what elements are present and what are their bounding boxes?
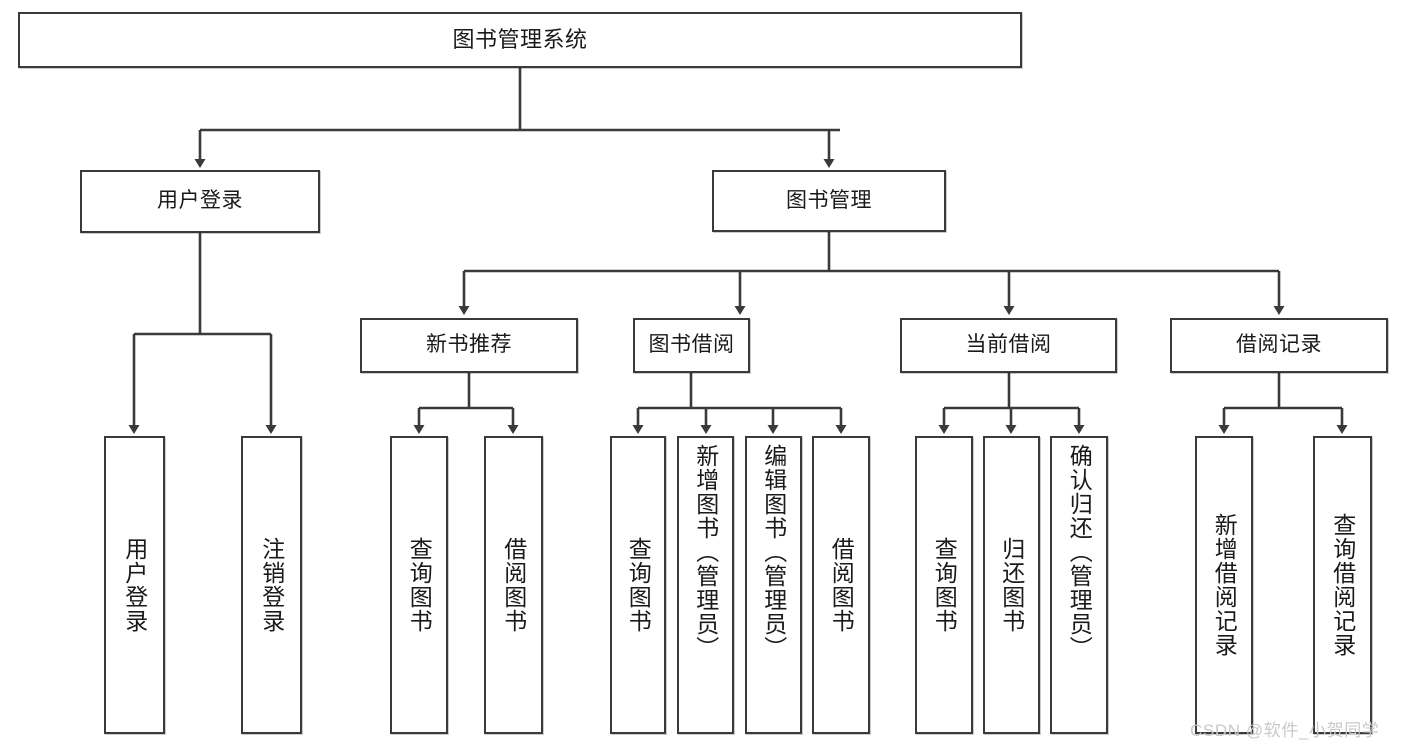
node-label: 图书借阅 <box>648 333 735 357</box>
node-borrow-record[interactable]: 借阅记录 <box>1170 318 1388 373</box>
node-label: 确认归还（管理员） <box>1066 444 1093 660</box>
node-label: 查询图书 <box>625 537 652 633</box>
node-label: 查询借阅记录 <box>1329 513 1356 657</box>
node-book-borrow[interactable]: 图书借阅 <box>633 318 750 373</box>
node-label: 查询图书 <box>931 537 958 633</box>
node-label: 当前借阅 <box>965 333 1052 357</box>
leaf-record-add-borrow-record[interactable]: 新增借阅记录 <box>1195 436 1253 734</box>
leaf-borrow-edit-book-admin[interactable]: 编辑图书（管理员） <box>745 436 802 734</box>
node-user-login[interactable]: 用户登录 <box>80 170 320 233</box>
node-label: 注销登录 <box>258 537 285 633</box>
node-label: 用户登录 <box>121 537 148 633</box>
leaf-borrow-query-book[interactable]: 查询图书 <box>610 436 666 734</box>
leaf-current-confirm-return-admin[interactable]: 确认归还（管理员） <box>1050 436 1108 734</box>
node-label: 新书推荐 <box>426 333 512 357</box>
leaf-recommend-query-book[interactable]: 查询图书 <box>390 436 448 734</box>
node-label: 借阅记录 <box>1236 333 1322 357</box>
node-label: 图书管理 <box>786 188 872 212</box>
node-label: 归还图书 <box>998 537 1025 633</box>
leaf-borrow-borrow-book[interactable]: 借阅图书 <box>812 436 870 734</box>
leaf-borrow-add-book-admin[interactable]: 新增图书（管理员） <box>677 436 734 734</box>
leaf-user-login[interactable]: 用户登录 <box>104 436 165 734</box>
node-label: 查询图书 <box>406 537 433 633</box>
node-root-system[interactable]: 图书管理系统 <box>18 12 1022 68</box>
node-current-borrow[interactable]: 当前借阅 <box>900 318 1117 373</box>
node-label: 借阅图书 <box>500 537 527 633</box>
leaf-user-logout[interactable]: 注销登录 <box>241 436 302 734</box>
leaf-current-query-book[interactable]: 查询图书 <box>915 436 973 734</box>
node-new-book-recommend[interactable]: 新书推荐 <box>360 318 578 373</box>
leaf-current-return-book[interactable]: 归还图书 <box>983 436 1040 734</box>
node-label: 新增图书（管理员） <box>692 444 719 660</box>
node-label: 图书管理系统 <box>452 26 588 52</box>
node-label: 编辑图书（管理员） <box>760 444 787 660</box>
node-label: 用户登录 <box>157 189 243 213</box>
csdn-watermark: CSDN @软件_小贺同学 <box>1190 721 1380 740</box>
node-label: 新增借阅记录 <box>1211 513 1238 657</box>
leaf-recommend-borrow-book[interactable]: 借阅图书 <box>484 436 543 734</box>
node-label: 借阅图书 <box>828 537 855 633</box>
node-book-management[interactable]: 图书管理 <box>712 170 946 232</box>
leaf-record-query-borrow-record[interactable]: 查询借阅记录 <box>1313 436 1372 734</box>
